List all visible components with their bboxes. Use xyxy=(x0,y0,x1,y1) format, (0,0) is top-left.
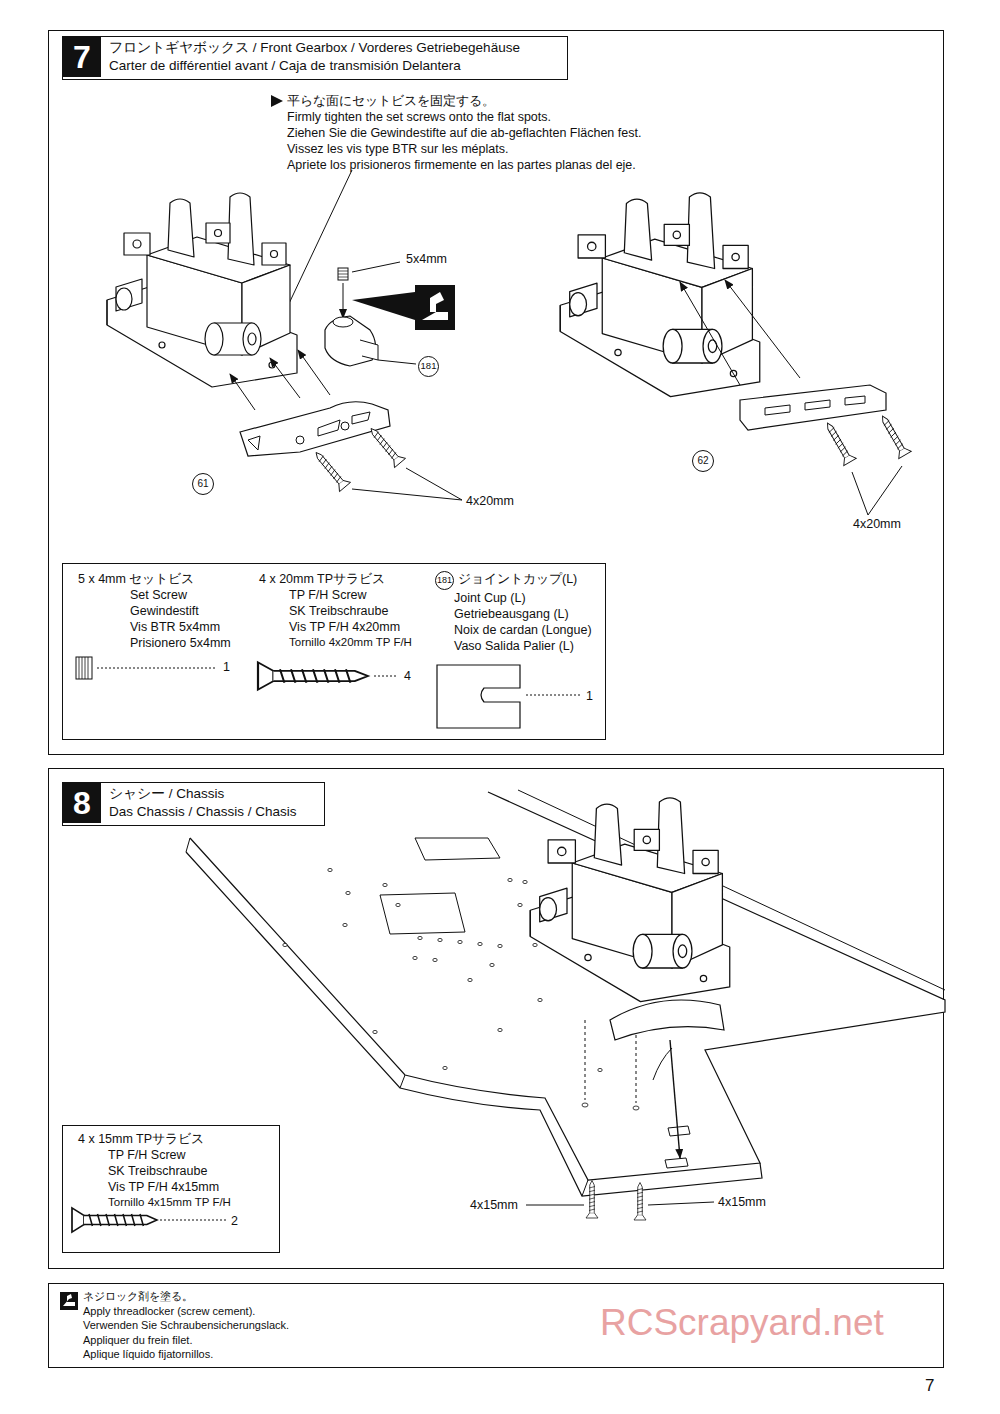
note-text: Apriete los prisioneros firmemente en la… xyxy=(287,158,636,172)
part-name: Tornillo 4x20mm TP F/H xyxy=(289,636,412,649)
watermark: RCScrapyard.net xyxy=(600,1302,884,1345)
note-text: Ziehen Sie die Gewindestifte auf die ab-… xyxy=(287,126,641,140)
part-name: Vis BTR 5x4mm xyxy=(130,620,220,634)
part-name: Tornillo 4x15mm TP F/H xyxy=(108,1196,231,1209)
part-name: Vis TP F/H 4x15mm xyxy=(108,1180,219,1194)
step-title-text: シャシー / Chassis xyxy=(109,786,224,802)
part-name: TP F/H Screw xyxy=(108,1148,186,1162)
quantity: 4 xyxy=(404,669,411,683)
step-title-text: フロントギヤボックス / Front Gearbox / Vorderes Ge… xyxy=(109,40,520,56)
step-title: 7 フロントギヤボックス / Front Gearbox / Vorderes G… xyxy=(62,36,568,80)
step-title-text: Das Chassis / Chassis / Chasis xyxy=(109,804,297,820)
note-text: ネジロック剤を塗る。 xyxy=(83,1290,193,1303)
parts-box: 5 x 4mm セットビス Set ScrewGewindestiftVis BT… xyxy=(62,563,606,740)
part-name: ジョイントカップ(L) xyxy=(458,572,577,586)
part-name: Gewindestift xyxy=(130,604,199,618)
page-number: 7 xyxy=(925,1376,934,1396)
step-number: 8 xyxy=(63,783,101,823)
step-number: 7 xyxy=(63,37,101,77)
part-name: 5 x 4mm セットビス xyxy=(78,572,194,586)
step-title: 8 シャシー / ChassisDas Chassis / Chassis / C… xyxy=(62,782,325,826)
part-name: Vis TP F/H 4x20mm xyxy=(289,620,400,634)
dimension: 4x15mm xyxy=(718,1195,766,1209)
quantity: 2 xyxy=(231,1214,238,1228)
parts-box: 4 x 15mm TPサラビス TP F/H Screw SK Treibschra… xyxy=(62,1125,280,1253)
quantity: 1 xyxy=(586,689,593,703)
dimension: 5x4mm xyxy=(406,252,447,266)
part-name: Set Screw xyxy=(130,588,187,602)
step-title-text: Carter de différentiel avant / Caja de t… xyxy=(109,58,461,74)
note-text: Apply threadlocker (screw cement). xyxy=(83,1305,255,1318)
callout-number: 62 xyxy=(692,450,714,472)
callout-number: 181 xyxy=(418,356,439,377)
part-name: SK Treibschraube xyxy=(108,1164,207,1178)
part-name: Getriebeausgang (L) xyxy=(454,607,569,621)
callout-number: 181 xyxy=(435,571,454,590)
part-name: 4 x 15mm TPサラビス xyxy=(78,1132,204,1146)
part-name: Prisionero 5x4mm xyxy=(130,636,231,650)
note-text: 平らな面にセットビスを固定する。 xyxy=(287,94,495,108)
part-name: Joint Cup (L) xyxy=(454,591,526,605)
part-name: Vaso Salida Palier (L) xyxy=(454,639,574,653)
note-text: Appliquer du frein filet. xyxy=(83,1334,192,1347)
dimension: 4x20mm xyxy=(853,517,901,531)
dimension: 4x20mm xyxy=(466,494,514,508)
callout-number: 61 xyxy=(192,473,214,495)
note-text: Vissez les vis type BTR sur les méplats. xyxy=(287,142,508,156)
dimension: 4x15mm xyxy=(470,1198,518,1212)
quantity: 1 xyxy=(223,660,230,674)
note-text: Aplique líquido fijatornillos. xyxy=(83,1348,213,1361)
note-text: Verwenden Sie Schraubensicherungslack. xyxy=(83,1319,289,1332)
part-name: 4 x 20mm TPサラビス xyxy=(259,572,385,586)
note-text: Firmly tighten the set screws onto the f… xyxy=(287,110,551,124)
part-name: TP F/H Screw xyxy=(289,588,367,602)
part-name: Noix de cardan (Longue) xyxy=(454,623,592,637)
part-name: SK Treibschraube xyxy=(289,604,388,618)
